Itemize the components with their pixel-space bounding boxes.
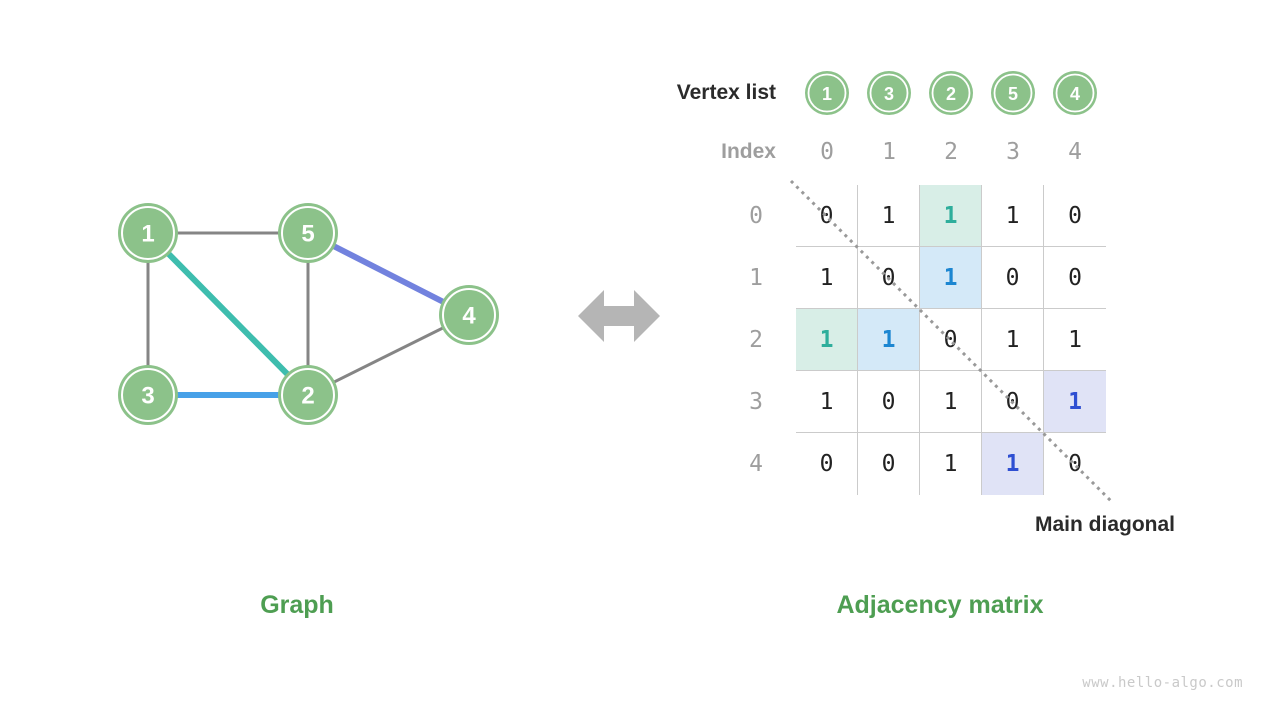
vertex-list: 1 3 2 5 4: [805, 71, 1097, 115]
vertex-circle-ring: [931, 73, 971, 113]
vertex-circle-fill: [991, 71, 1035, 115]
vertex-circle-4: 4: [1053, 71, 1097, 115]
graph-node-circle: [118, 203, 178, 263]
vertex-list-label: Vertex list: [676, 81, 776, 104]
double-arrow-icon: [578, 290, 660, 342]
vertex-circle-2: 2: [929, 71, 973, 115]
graph-caption: Graph: [260, 591, 334, 619]
graph-edge-5-4: [306, 230, 471, 318]
matrix-cell-1-3: 0: [982, 247, 1044, 309]
index-2: 2: [944, 139, 958, 165]
matrix-cell-4-0: 0: [796, 433, 858, 495]
row-label-0: 0: [749, 203, 763, 229]
matrix-cell-3-0: 1: [796, 371, 858, 433]
matrix-cell-4-3: 1: [982, 433, 1044, 495]
graph-node-circle: [439, 285, 499, 345]
graph-node-circle: [278, 203, 338, 263]
vertex-circle-fill: [1053, 71, 1097, 115]
graph-node-label: 3: [141, 383, 154, 410]
graph-node-1: 1: [118, 203, 178, 263]
vertex-circle-fill: [929, 71, 973, 115]
graph-node-2: 2: [278, 365, 338, 425]
index-row: 0 1 2 3 4: [796, 139, 1106, 165]
vertex-circle-label: 4: [1070, 84, 1080, 104]
graph-node-3: 3: [118, 365, 178, 425]
graph-edge-1-2: [145, 230, 311, 398]
double-arrow-shape: [578, 290, 660, 342]
graph-node-circle: [278, 365, 338, 425]
matrix-cell-2-4: 1: [1044, 309, 1106, 371]
graph-node-ring: [281, 368, 335, 422]
matrix-cell-0-4: 0: [1044, 185, 1106, 247]
vertex-circle-1: 1: [805, 71, 849, 115]
vertex-circle-fill: [805, 71, 849, 115]
matrix-caption: Adjacency matrix: [836, 591, 1044, 619]
vertex-circle-5: 5: [991, 71, 1035, 115]
matrix-cell-0-3: 1: [982, 185, 1044, 247]
matrix-cell-3-3: 0: [982, 371, 1044, 433]
vertex-circle-ring: [1055, 73, 1095, 113]
matrix-cell-4-1: 0: [858, 433, 920, 495]
vertex-circle-label: 2: [946, 84, 956, 104]
graph-node-label: 4: [462, 303, 476, 330]
graph-node-label: 2: [301, 383, 314, 410]
vertex-circle-label: 5: [1008, 84, 1018, 104]
matrix-cell-3-1: 0: [858, 371, 920, 433]
matrix-cell-2-2: 0: [920, 309, 982, 371]
vertex-circle-ring: [993, 73, 1033, 113]
vertex-circle-ring: [869, 73, 909, 113]
matrix-cell-3-4: 1: [1044, 371, 1106, 433]
matrix-cell-2-0: 1: [796, 309, 858, 371]
vertex-circle-3: 3: [867, 71, 911, 115]
graph-node-ring: [121, 206, 175, 260]
matrix-cell-1-1: 0: [858, 247, 920, 309]
graph-node-5: 5: [278, 203, 338, 263]
graph-node-ring: [121, 368, 175, 422]
row-label-2: 2: [749, 327, 763, 353]
index-4: 4: [1068, 139, 1082, 165]
vertex-circle-label: 1: [822, 84, 832, 104]
matrix-cell-1-2: 1: [920, 247, 982, 309]
index-0: 0: [820, 139, 834, 165]
matrix-cell-1-0: 1: [796, 247, 858, 309]
graph-node-label: 5: [301, 221, 314, 248]
row-label-1: 1: [749, 265, 763, 291]
watermark: www.hello-algo.com: [1082, 675, 1243, 691]
index-label: Index: [721, 140, 776, 163]
matrix-cell-2-1: 1: [858, 309, 920, 371]
vertex-circle-ring: [807, 73, 847, 113]
vertex-circle-fill: [867, 71, 911, 115]
row-label-4: 4: [749, 451, 763, 477]
vertex-circle-label: 3: [884, 84, 894, 104]
matrix-cell-4-2: 1: [920, 433, 982, 495]
graph-diagram: 1 5 4 3 2: [118, 203, 499, 425]
main-diagonal-label: Main diagonal: [1034, 513, 1175, 536]
matrix-cell-0-0: 0: [796, 185, 858, 247]
index-1: 1: [882, 139, 896, 165]
matrix-cell-2-3: 1: [982, 309, 1044, 371]
graph-node-label: 1: [141, 221, 154, 248]
index-3: 3: [1006, 139, 1020, 165]
matrix-cell-0-2: 1: [920, 185, 982, 247]
matrix-row-labels: 0 1 2 3 4: [725, 185, 787, 495]
matrix-cell-3-2: 1: [920, 371, 982, 433]
matrix-cell-1-4: 0: [1044, 247, 1106, 309]
matrix-cell-4-4: 0: [1068, 451, 1082, 477]
graph-node-circle: [118, 365, 178, 425]
graph-node-ring: [281, 206, 335, 260]
row-label-3: 3: [749, 389, 763, 415]
graph-node-4: 4: [439, 285, 499, 345]
graph-node-ring: [442, 288, 496, 342]
matrix-cell-0-1: 1: [858, 185, 920, 247]
